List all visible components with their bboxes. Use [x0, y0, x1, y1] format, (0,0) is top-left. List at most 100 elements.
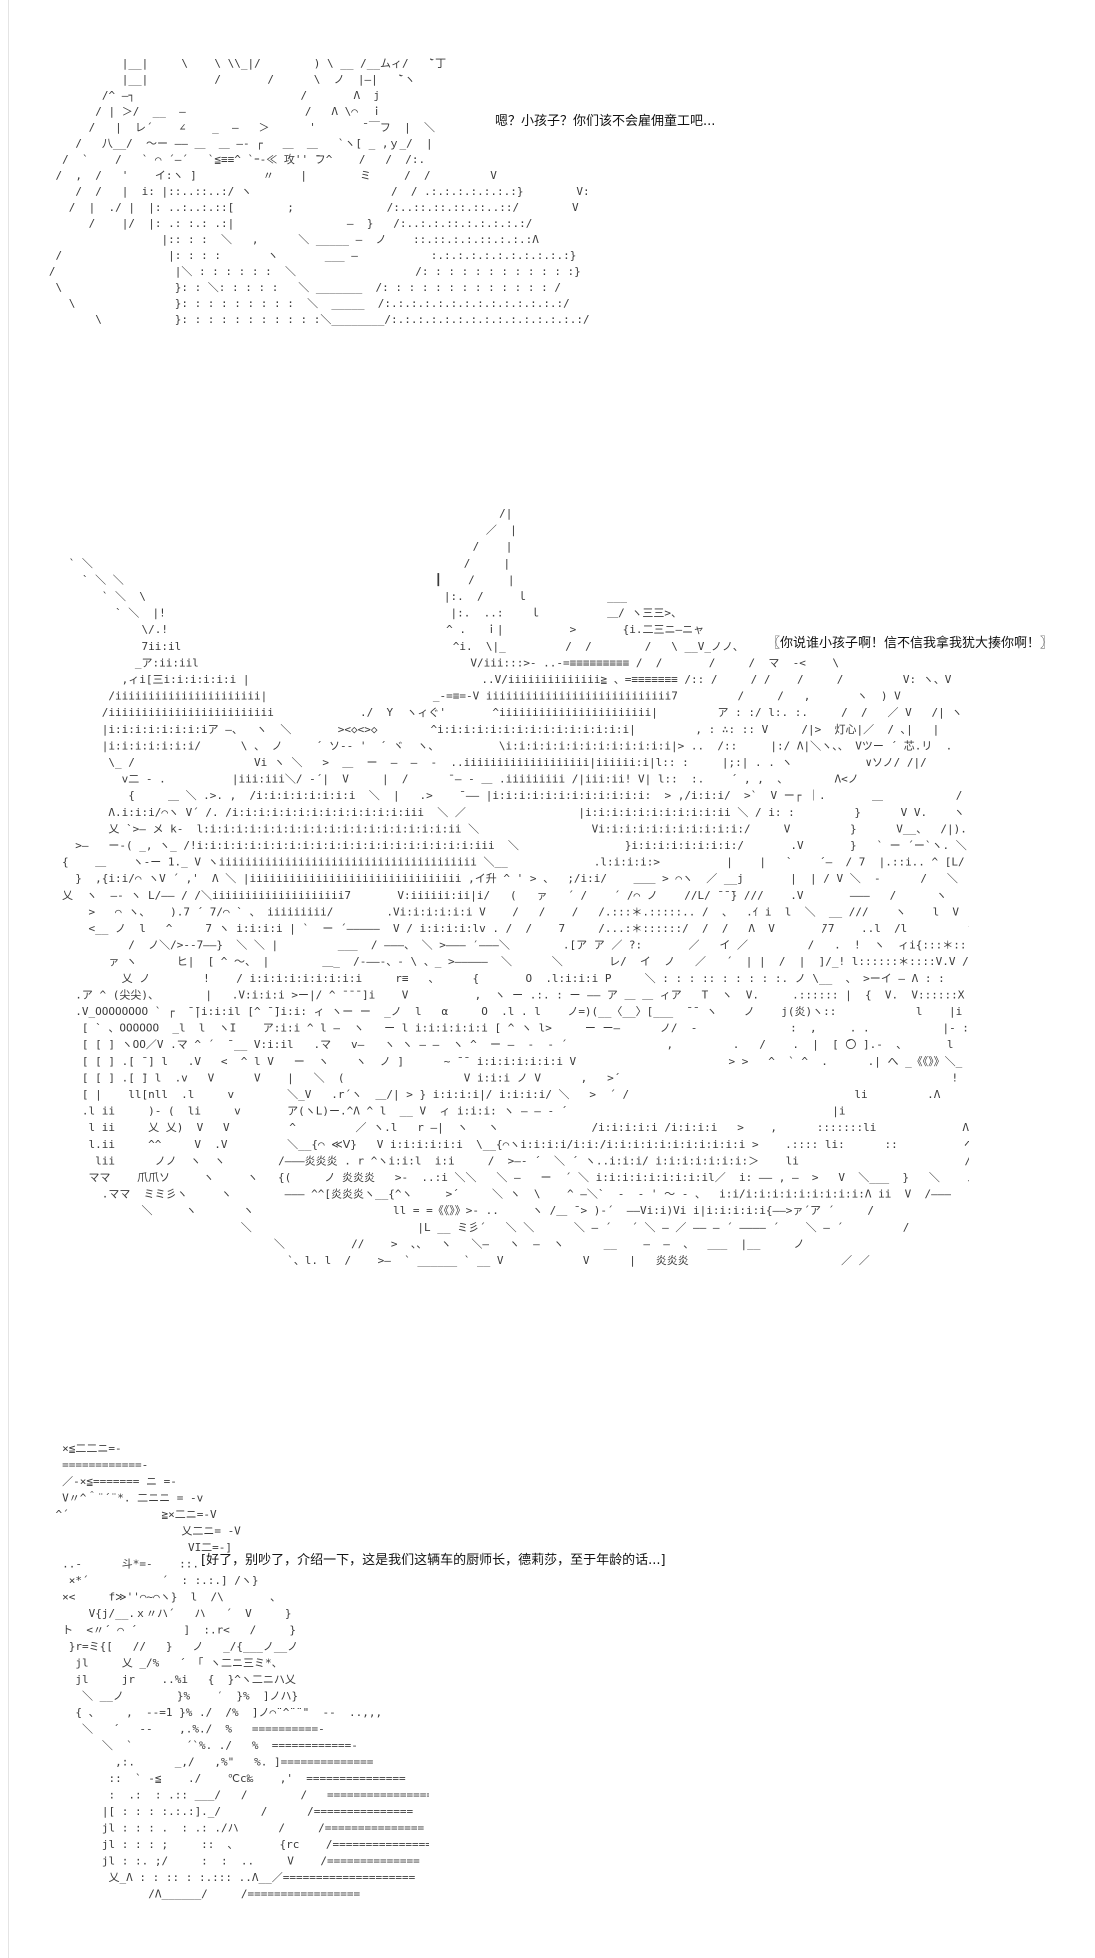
ascii-art-line: |[ : : : :.:.:]._/ / /=============== [29, 1805, 413, 1818]
ascii-art-line: { ＿ ＼ .>. , /i:i:i:i:i:i:i:i ＼ | .> ̄ ――… [9, 789, 969, 802]
ascii-art-line: ` ＼ ＼ ┃ / | [9, 572, 514, 586]
ascii-art-line: ＼ // > 、、 ヽ ＼― ヽ ― ヽ __ ― ― 、 ___ |__ ノ … [9, 1237, 969, 1250]
ascii-art-line: \/.! ^ . ｉ| > {i.二三ニ―ニャ [9, 623, 704, 636]
ascii-art-line: / |: : : : ヽ ___ ― :.:.:.:.:.:.:.:.:.:.:… [29, 249, 576, 262]
ascii-art-line: VI二=-] [29, 1541, 239, 1554]
dialogue-line-1: 嗯？小孩子？你们该不会雇佣童工吧... [493, 114, 718, 130]
ascii-art-line: jl : : : . : .: ./ハ / /=============== [29, 1822, 424, 1835]
ascii-art-line: |__| \ \ \\_|/ ) \ __ /__ムィ/ ̄`丁 [29, 57, 446, 70]
ascii-art-line: 乂二ニ= -V [29, 1525, 241, 1538]
ascii-art-line: ト <〃´ ⌒ ´ ] :.r< / } [29, 1624, 296, 1637]
ascii-art-line: _ア:ii:iil V/iii:::>- ..-=≡≡≡≡≡≡≡≡≡ / / /… [9, 656, 839, 669]
ascii-art-line: :: ` ‐≦ ./ ℃c‰ ,' =============== [29, 1772, 406, 1785]
ascii-art-line: /iiiiiiiiiiiiiiiiiiiiiiiii ./ Y ヽィぐ' ^ii… [9, 706, 969, 719]
ascii-art-line: }r=ミ{[ // } ノ _/{___ノ__ノ [29, 1640, 298, 1653]
ascii-art-line: { 、 , -‐=1 }% ./ /% ]ノ⌒¨^¨¨" -- ..,,, [29, 1706, 382, 1719]
ascii-art-line: /iiiiiiiiiiiiiiiiiiiiii| _-=≡=-V iiiiiii… [9, 690, 901, 703]
ascii-art-line: <__ ノ l ^ 7 ヽ i:i:i:i | ` ー ´――――― V / i… [9, 922, 969, 935]
ascii-art-line: ,:. _,/ ,%" %. ]============== [29, 1756, 374, 1769]
ascii-art-drawing-2: /| ／ | / | ` ＼ [9, 507, 969, 1267]
ascii-art-line: ============- [29, 1459, 148, 1472]
ascii-art-line: lii ノノ ヽ ヽ /―――炎炎炎 . r ^ヽi:i:l i:i / >―‐… [9, 1154, 969, 1167]
ascii-art-line: / | ＞/ __ ― / Λ \⌒ ｉ [29, 105, 382, 118]
ascii-art-line: \ }: : : : : : : : : : :＼________/:.:.:.… [29, 313, 589, 326]
ascii-art-line: ×*´ ´ : :.:.] /ヽ} [29, 1574, 259, 1587]
ascii-art-line: / , / ' イ:ヽ ] 〃 | ミ / / V [29, 169, 497, 182]
ascii-art-line: / | [9, 540, 512, 553]
ascii-art-line: |i:i:i:i:i:i:i/ \ 、 ノ ´ ソ-‐ ' ´ ヾ ヽ、 \i:… [9, 738, 969, 752]
ascii-art-line: 7ii:il ^i. \|_ / / / \ __V_ノノ、 [9, 640, 744, 653]
ascii-art-line: ＼ __ノ }% ′ }% ]ノハ} [29, 1690, 298, 1703]
ascii-art-line: 乂_Λ : : :: : :.::: ..Λ__／===============… [29, 1871, 416, 1884]
ascii-art-line: [ [ ] .[ ̄ ] l .V < ^ l V ー ヽ ヽ ノ ] ~ ̄ … [9, 1055, 969, 1068]
ascii-art-line: ..- 斗*=- ::.:.VI/ヽ [29, 1558, 243, 1571]
ascii-art-line: .ママ ミミ彡ヽ ヽ ――― ^^[炎炎炎ヽ__{^ヽ >´ ＼ ヽ \ ^ ―… [9, 1188, 969, 1201]
ascii-art-line: ＼ ` ´`%. ./ % ============- [29, 1739, 358, 1752]
ascii-art-line: ` ＼ / | [9, 557, 510, 570]
ascii-art-line: \ }: : : : : : : : : ＼ _____ /:.:.:.:.:.… [29, 297, 589, 310]
ascii-art-line: ` ＼ |! |:. ..: ｌ ＿/ ヽ三三>、 [9, 607, 682, 620]
ascii-art-line: ,ィi[三i:i:i:i:i:i | ..V/iiiiiiiiiiiiii≧ 、… [9, 673, 952, 686]
ascii-art-line: jl 乂 _/% ´ 「 ヽ二ニ三ミ*、 [29, 1657, 283, 1670]
ascii-art-line: ` ＼ \ |:. / ｌ ___ [9, 590, 627, 603]
ascii-art-line: / | ./ | |: ..:..:.::[ ; /:..::.::.::.::… [29, 201, 579, 214]
ascii-art-line: |i:i:i:i:i:i:i:iア ―、 ヽ ＼ ><◇<>◇ ^i:i:i:i… [9, 723, 939, 736]
ascii-art-line: 乂 ヽ ―- ヽ L/―― / /＼iiiiiiiiiiiiiiiiiiii7 … [9, 889, 969, 902]
ascii-art-line: jl : : : ; :: ､ {rc /================ [29, 1838, 429, 1851]
ascii-art-line: v二 ‐ . |iii:iii＼/ -´| V | / ̄ ― ‐ ＿ .iii… [9, 773, 859, 786]
ascii-art-line: /| [9, 507, 512, 520]
ascii-art-line: |__| / / \ ノ |―| ̄`ヽ [29, 73, 415, 86]
ascii-art-line: V{j/__.ｘ〃ハ´ ハ ´ V } [29, 1607, 292, 1620]
ascii-art-line: : .: : .:: ___/ / / ================ [29, 1789, 429, 1802]
ascii-art-line: |:: : : ＼ , ＼ _____ ― ノ ::.::.:.:.::.:.:… [29, 233, 539, 246]
ascii-art-line: / / | i: |::..::..:/ ヽ / / .:.:.:.:.:.:.… [29, 185, 589, 198]
ascii-art-line: ^´ ≧×二ニ=-V [29, 1508, 217, 1521]
ascii-art-line: ＼ ヽ ヽ ll = =《《》》>- .. ヽ /＿ ̄ > )-´ ――Vi:… [9, 1204, 969, 1217]
ascii-art-line: > ⌒ ヽ、 ).7 ´ 7/⌒ ` 、 iiiiiiiii/ .Vi:i:i:… [9, 905, 969, 918]
ascii-art-line: l.ii ^^ V .V ＼__{⌒ ≪Ⅴ} V i:i:i:i:i:i \__… [9, 1138, 969, 1151]
manga-page: |__| \ \ \\_|/ ) \ __ /__ムィ/ ̄`丁 |__| / … [8, 0, 1095, 1958]
ascii-art-line: >― ー‐( _, ヽ_ /!i:i:i:i:i:i:i:i:i:i:i:i:i… [9, 839, 969, 852]
ascii-art-panel-2: /| ／ | / | ` ＼ [9, 505, 969, 1305]
ascii-art-line: `、l. l / >― ` ______ ` __ V V | 炎炎炎 ／ ／ [9, 1254, 870, 1267]
ascii-art-line: / ` / ` ⌒ ´―´ `≦≡≡^ `ｰ‐≪ 攻'' ̄フ^ / / /:. [29, 152, 425, 166]
dialogue-line-3: [好了，别吵了，介绍一下，这是我们这辆车的厨师长，德莉莎，至于年龄的话...] [199, 1553, 668, 1569]
ascii-art-line: [ ` 、OOOOOO _l l ヽI ア:i:i ^ l ― ヽ ー l i:… [9, 1022, 969, 1035]
ascii-art-line: /^ ―┐ / Λ j [29, 89, 380, 102]
ascii-art-line: / |/ |: .: :.: .:| ― } /:..:.:.::.:.:.:.… [29, 217, 532, 230]
ascii-art-line: jl : :. ;/ : : .. V /============== [29, 1855, 420, 1868]
ascii-art-line: / | レ´ ∠ _ ― ＞ ' ̄ ￣フ | ＼ [29, 120, 435, 134]
ascii-art-line: V〃^＾¨´¨*. 二ニニ = -v [29, 1490, 204, 1505]
ascii-art-line: /Λ______/ /================= [29, 1888, 361, 1901]
ascii-art-line: [ | ll[nll .l v ＼_V .r´ヽ ＿/| > } i:i:i:i… [9, 1088, 969, 1101]
ascii-art-line: ァ ヽ ヒ| [ ^ ～、 | ＿_ /‐――-、‐ \ 、_ >――――― ＼… [9, 955, 969, 968]
ascii-art-line: / |＼ : : : : : : ＼ /: : : : : : : : : : … [29, 265, 581, 278]
ascii-art-panel-3: ×≦二二ニ=- ============- ／‐×≦======= ニ =- V… [29, 1440, 429, 1940]
ascii-art-line: } ,{i:i/⌒ ヽV ´ ,' Λ ＼ |iiiiiiiiiiiiiiiii… [9, 872, 969, 885]
ascii-art-panel-1: |__| \ \ \\_|/ ) \ __ /__ムィ/ ̄`丁 |__| / … [29, 55, 589, 375]
ascii-art-drawing-1: |__| \ \ \\_|/ ) \ __ /__ムィ/ ̄`丁 |__| / … [29, 57, 589, 326]
ascii-art-line: { ＿ ヽ‐ー 1._ V ヽiiiiiiiiiiiiiiiiiiiiiiiii… [9, 856, 969, 869]
ascii-art-line: .ア ^ (尖尖)、 | .V:i:i:i >ー|/ ^ ̄ ̄ ̄ ]i V … [9, 988, 969, 1001]
ascii-art-line: ／ | [9, 524, 517, 537]
ascii-art-line: [ [ ] ヽOO／V .マ ^ ´ ̄ __ V:i:il .マ v― ヽ ヽ… [9, 1038, 969, 1051]
ascii-art-line: ／‐×≦======= ニ =- [29, 1475, 177, 1488]
ascii-art-line: l ii 乂 乂) V V ^ ／ ヽ.l r ―| ヽ ヽ /i:i:i:i:… [9, 1121, 969, 1134]
ascii-art-line: ママ 爪爪ソ ヽ ヽ {( ノ 炎炎炎 >- ..:i ＼＼ ＼ ― ー ´ ＼… [9, 1171, 969, 1184]
ascii-art-line: jl jr ..%i { }^ヽ二ニハ乂 [29, 1673, 296, 1686]
ascii-art-line: [ [ ] .[ ̄] l .v V V | ＼ ( V i:i:i ノ V ,… [9, 1071, 969, 1084]
ascii-art-line: Λ.i:i:i/⌒ヽ V´ /. /i:i:i:i:i:i:i:i:i:i:i:… [9, 806, 969, 819]
ascii-art-line: / 八__/ ～ー ―― ＿ ＿ ―‐ ┌ ＿ ＿ `ヽ[ _ ,ｙ_/ | [29, 137, 433, 150]
ascii-art-line: ＼ ´ ‐‐ ,.%./ % ==========- [29, 1723, 325, 1736]
ascii-art-line: ×≦二二ニ=- [29, 1442, 122, 1455]
ascii-art-line: ×< f≫''⌒~⌒ヽ} l /\ 、 [29, 1591, 281, 1604]
ascii-art-line: \ }: : ＼: : : : : ＼ _______ /: : : : : :… [29, 281, 561, 294]
ascii-art-line: ＼ |L __ ミ彡´ ＼ ＼ ＼ ― ´ ´ ＼ ― ／ ―― ― ´ ―――… [9, 1221, 969, 1234]
ascii-art-line: .V_OOOOOOOO ` ┌ ̄ ̄|i:i:il [^ ̄ ̄]i:i: ィ… [9, 1005, 969, 1018]
ascii-art-line: 乂 `>― メ k‐ l:i:i:i:i:i:i:i:i:i:i:i:i:i:i… [9, 822, 969, 835]
ascii-art-line: \_ / Vi ヽ ＼ > ＿ ー ― ― - ..iiiiiiiiiiiiii… [9, 756, 927, 769]
ascii-art-drawing-3: ×≦二二ニ=- ============- ／‐×≦======= ニ =- V… [29, 1442, 429, 1901]
ascii-art-line: .l ii )- ( li v ア(ヽL)ー.^Λ ^ l __ V ィ i:i… [9, 1105, 969, 1118]
dialogue-line-2: 〖你说谁小孩子啊！信不信我拿我犹大揍你啊！〗 [765, 636, 1056, 652]
ascii-art-line: 乂 ノ ! / i:i:i:i:i:i:i:i:i r≡ 、 { O .l:i:… [9, 972, 969, 985]
